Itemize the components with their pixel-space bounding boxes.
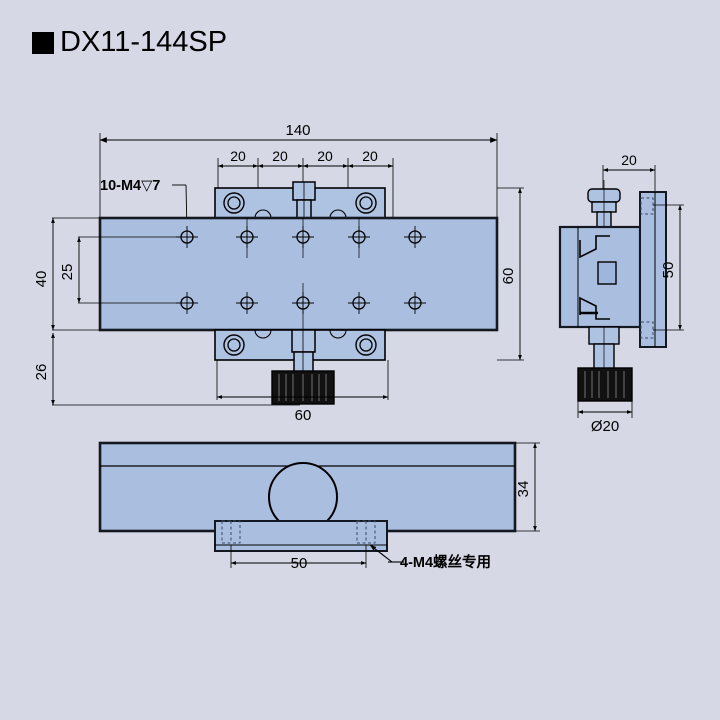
- dim-label-34: 34: [515, 481, 532, 498]
- side-dim-50-group: 50: [653, 204, 684, 331]
- side-view-body: [558, 225, 642, 329]
- dim-label-25: 25: [59, 264, 76, 281]
- dim-label-pitch-3: 20: [317, 148, 333, 164]
- side-dim-d20-group: Ø20: [577, 401, 633, 435]
- square-bullet-icon: [32, 31, 54, 54]
- hole: [348, 292, 370, 314]
- dim-label-side-20: 20: [621, 152, 637, 168]
- front-screw-callout-group: 4-M4螺丝专用: [369, 544, 491, 571]
- hole: [236, 292, 258, 314]
- dim-label-60-width: 60: [500, 268, 517, 285]
- dim-overall-length-140: 140: [99, 122, 498, 143]
- hole: [404, 292, 426, 314]
- bottom-dimension-group: 60: [216, 360, 389, 424]
- dim-label-pitch-1: 20: [230, 148, 246, 164]
- front-view-group: 34 50 4-M4螺丝专用: [98, 441, 540, 572]
- dim-label-pitch-2: 20: [272, 148, 288, 164]
- dim-label-pitch-4: 20: [362, 148, 378, 164]
- page-title: DX11-144SP: [60, 26, 228, 58]
- right-dimension-group: 60: [497, 187, 524, 361]
- side-view-side-plate: [639, 191, 667, 348]
- front-dim-34-group: 34: [515, 442, 540, 532]
- side-view-group: 20: [558, 152, 684, 435]
- top-view-group: 140 20 20 20 20 10-M4▽7: [33, 122, 524, 424]
- left-dimensions-group: 40 25 26: [33, 217, 300, 406]
- callout-label-4-M4: 4-M4螺丝专用: [400, 553, 491, 571]
- callout-label-10-M4: 10-M4▽7: [100, 178, 160, 194]
- side-view-lower-stem: [588, 326, 620, 370]
- front-view-base-plate: [214, 520, 388, 552]
- drawing-title-bar: DX11-144SP: [32, 28, 227, 57]
- side-view-knurled-knob: [577, 367, 633, 402]
- dim-label-40: 40: [33, 271, 50, 288]
- dim-label-50: 50: [660, 262, 677, 279]
- dim-label-26: 26: [33, 364, 50, 381]
- dim-label-diameter-20: Ø20: [591, 418, 619, 435]
- side-dim-20-group: 20: [602, 152, 656, 200]
- front-dim-50-group: 50: [230, 545, 367, 572]
- top-view-main-plate: [98, 216, 499, 332]
- side-view-bolt: [587, 180, 621, 228]
- dim-label-140: 140: [285, 122, 310, 139]
- dim-label-50-front: 50: [291, 555, 308, 572]
- dim-pitch-group: 20 20 20 20: [217, 148, 394, 168]
- dim-label-60-bottom: 60: [295, 407, 312, 424]
- hole: [404, 226, 426, 248]
- top-view-upper-stem: [292, 181, 316, 219]
